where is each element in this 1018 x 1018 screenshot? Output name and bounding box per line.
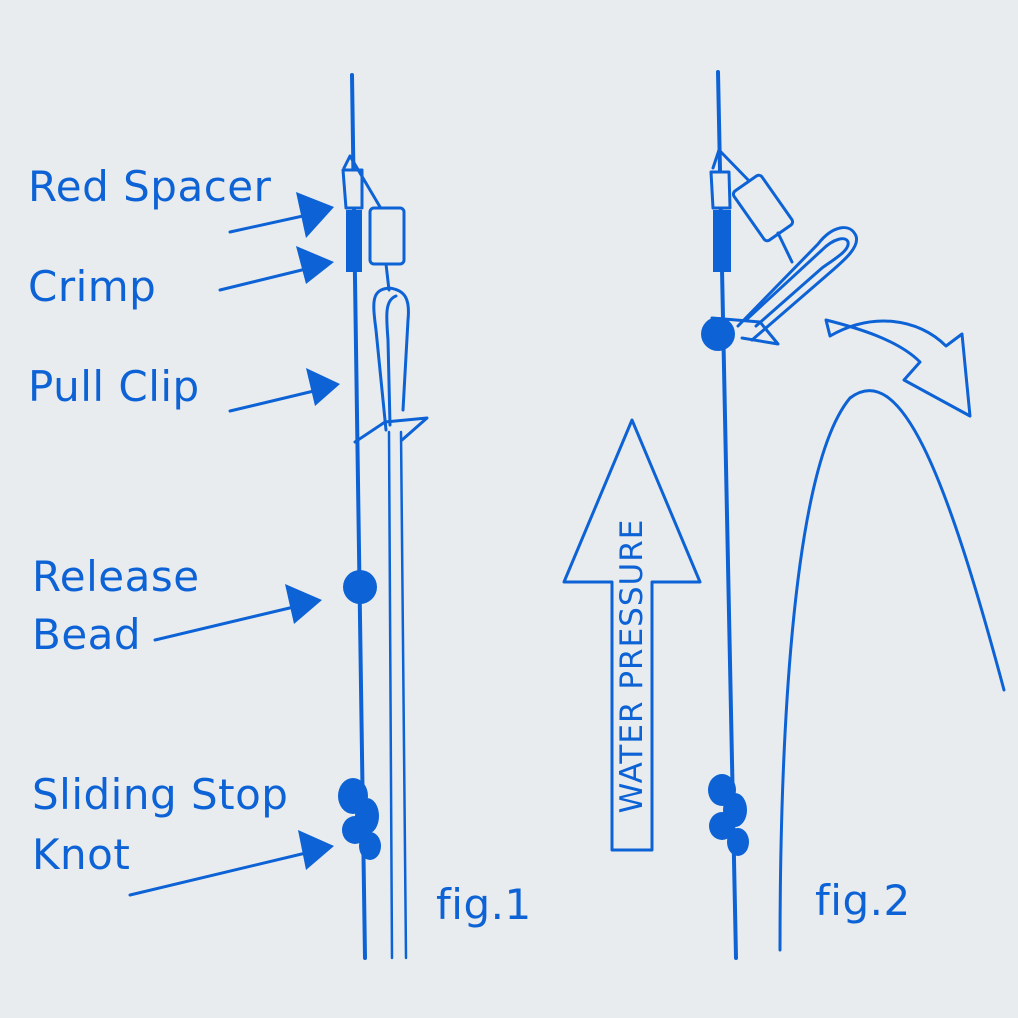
fig1-stop-knot	[338, 778, 381, 860]
fig1-release-bead	[343, 570, 377, 604]
fig2-red-spacer	[709, 170, 732, 210]
label-stop-knot-line1: Sliding Stop	[32, 770, 289, 819]
fig2-stop-knot	[708, 774, 749, 856]
label-release-bead-line1: Release	[32, 552, 200, 601]
fig2-crimp	[713, 210, 731, 272]
fig2-wire	[711, 148, 758, 190]
label-red-spacer: Red Spacer	[28, 162, 272, 211]
fig1-crimp	[346, 210, 362, 272]
bead-pointer-arrow	[153, 584, 322, 642]
water-pressure-text: WATER PRESSURE	[614, 518, 650, 814]
fig2-pull-clip	[710, 226, 859, 346]
fig2-released-line	[778, 389, 1006, 952]
fig2-clip-sleeve	[731, 173, 795, 243]
figure-2-caption: fig.2	[815, 876, 911, 925]
spacer-pointer-arrow	[228, 192, 334, 238]
pullclip-pointer-arrow	[228, 368, 340, 413]
fig2-curved-arrow	[824, 318, 972, 418]
crimp-pointer-arrow	[218, 246, 334, 292]
label-release-bead-line2: Bead	[32, 610, 142, 659]
figure-1-caption: fig.1	[436, 880, 532, 929]
fig1-red-spacer	[341, 168, 364, 210]
label-stop-knot-line2: Knot	[32, 830, 131, 879]
fig1-pull-clip	[353, 286, 429, 444]
fig1-wire	[342, 154, 385, 214]
label-pull-clip: Pull Clip	[28, 362, 200, 411]
label-crimp: Crimp	[28, 262, 157, 311]
water-pressure-arrow	[562, 418, 702, 852]
fig2-release-bead	[701, 317, 735, 351]
fig1-trailing-line	[387, 430, 408, 960]
fig1-clip-sleeve	[368, 206, 406, 266]
knot-pointer-arrow	[128, 830, 334, 897]
